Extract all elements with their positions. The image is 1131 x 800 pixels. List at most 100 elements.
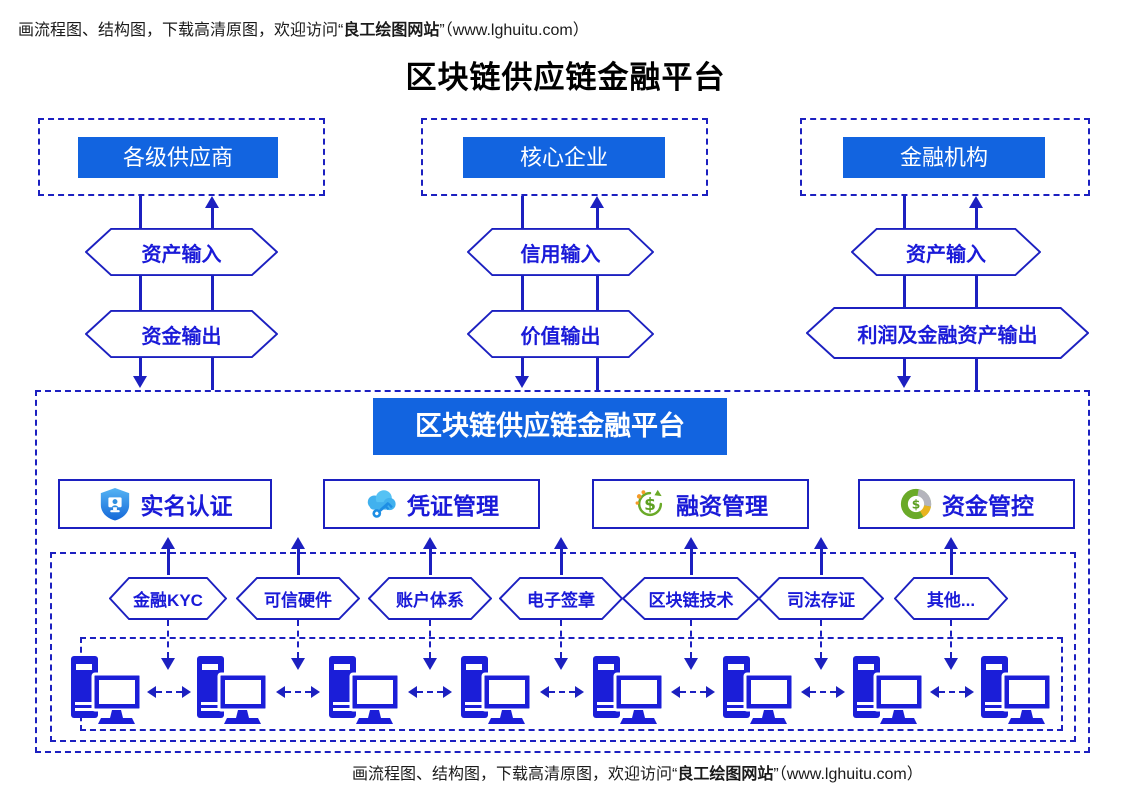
hexagon-shape — [85, 228, 278, 276]
financial-institution-box: 金融机构 — [843, 137, 1045, 178]
capability-up-line — [559, 549, 563, 575]
dashed-line — [417, 691, 443, 693]
watermark-site-name: 良工绘图网站 — [343, 22, 440, 39]
hexagon-shape — [894, 577, 1008, 620]
hexagon-judicial-deposit: 司法存证 — [758, 577, 884, 620]
capability-down-arrowhead — [291, 658, 305, 670]
hexagon-trusted-hardware: 可信硬件 — [236, 577, 360, 620]
hexagon-fi-input: 资产输入 — [851, 228, 1041, 276]
dashed-line — [939, 691, 965, 693]
computer-node — [978, 655, 1054, 727]
hexagon-shape — [236, 577, 360, 620]
page-title: 区块链供应链金融平台 — [405, 60, 726, 95]
hexagon-shape — [109, 577, 227, 620]
watermark-url: ”（www.lghuitu.com） — [773, 766, 923, 783]
computer-icon — [329, 656, 401, 724]
feature-label: 实名认证 — [140, 493, 233, 519]
hexagon-label: 账户体系 — [396, 591, 464, 610]
hexagon-label: 区块链技术 — [648, 591, 734, 610]
arrow-right-icon — [965, 686, 974, 698]
capability-up-arrowhead — [291, 537, 305, 549]
infrastructure-box — [50, 552, 1076, 742]
fund-pie-icon: $ — [900, 488, 932, 520]
computer-icon — [71, 656, 143, 724]
computer-node — [68, 655, 144, 727]
arrow-left-icon — [408, 686, 417, 698]
supplier-down-line — [138, 196, 142, 378]
hexagon-label: 利润及金融资产输出 — [857, 324, 1038, 347]
dashed-line — [156, 691, 182, 693]
watermark-top: 画流程图、结构图，下载高清原图，欢迎访问“良工绘图网站”（www.lghuitu… — [18, 16, 589, 40]
capability-up-line — [296, 549, 300, 575]
hexagon-shape — [806, 307, 1089, 359]
dashed-line — [680, 691, 706, 693]
capability-down-arrowhead — [161, 658, 175, 670]
dashed-line — [810, 691, 836, 693]
fi-up-line — [974, 208, 978, 390]
svg-text:$: $ — [644, 495, 656, 515]
watermark-bottom: 画流程图、结构图，下载高清原图，欢迎访问“良工绘图网站”（www.lghuitu… — [352, 760, 923, 784]
capability-up-line — [166, 549, 170, 575]
capability-up-line — [689, 549, 693, 575]
hexagon-supplier-output: 资金输出 — [85, 310, 278, 358]
computer-icon — [593, 656, 665, 724]
supplier-up-arrowhead — [205, 196, 219, 208]
hexagon-shape — [467, 228, 654, 276]
arrow-right-icon — [706, 686, 715, 698]
computer-node — [720, 655, 796, 727]
computer-node — [194, 655, 270, 727]
hexagon-label: 电子签章 — [527, 591, 595, 610]
network-link-arrow — [540, 686, 584, 698]
arrow-left-icon — [540, 686, 549, 698]
capability-down-dashed-line — [689, 620, 692, 658]
network-link-arrow — [930, 686, 974, 698]
shield-verify-icon — [100, 487, 129, 521]
capability-down-dashed-line — [428, 620, 431, 658]
capability-up-line — [819, 549, 823, 575]
feature-label: 融资管理 — [676, 493, 768, 519]
capability-up-arrowhead — [161, 537, 175, 549]
hexagon-others: 其他... — [894, 577, 1008, 620]
hexagon-core-output: 价值输出 — [467, 310, 654, 358]
capability-down-arrowhead — [684, 658, 698, 670]
arrow-left-icon — [147, 686, 156, 698]
capability-down-dashed-line — [296, 620, 299, 658]
capability-down-arrowhead — [944, 658, 958, 670]
network-link-arrow — [276, 686, 320, 698]
capability-down-dashed-line — [166, 620, 169, 658]
hexagon-label: 资金输出 — [141, 325, 222, 348]
hexagon-electronic-signature: 电子签章 — [499, 577, 623, 620]
feature-financing-mgmt: $ 融资管理 — [592, 479, 809, 529]
core-down-line — [520, 196, 524, 378]
hexagon-shape — [85, 310, 278, 358]
hexagon-label: 资产输入 — [906, 243, 986, 266]
network-link-arrow — [801, 686, 845, 698]
computer-icon — [981, 656, 1053, 724]
fi-down-arrowhead — [897, 376, 911, 388]
hexagon-label: 司法存证 — [787, 591, 855, 610]
arrow-left-icon — [671, 686, 680, 698]
computer-node — [326, 655, 402, 727]
supplier-down-arrowhead — [133, 376, 147, 388]
hexagon-shape — [851, 228, 1041, 276]
hexagon-shape — [467, 310, 654, 358]
capability-up-arrowhead — [423, 537, 437, 549]
core-up-arrowhead — [590, 196, 604, 208]
feature-certificate-mgmt: 凭证管理 — [323, 479, 540, 529]
core-up-line — [595, 208, 599, 390]
capability-down-arrowhead — [554, 658, 568, 670]
supplier-box: 各级供应商 — [78, 137, 278, 178]
hexagon-account-system: 账户体系 — [368, 577, 492, 620]
supplier-up-line — [210, 208, 214, 390]
hexagon-shape — [758, 577, 884, 620]
hexagon-label: 金融KYC — [133, 591, 203, 610]
hexagon-supplier-input: 资产输入 — [85, 228, 278, 276]
capability-up-arrowhead — [944, 537, 958, 549]
arrow-right-icon — [443, 686, 452, 698]
capability-down-dashed-line — [949, 620, 952, 658]
watermark-url: ”（www.lghuitu.com） — [439, 22, 589, 39]
core-enterprise-box: 核心企业 — [463, 137, 665, 178]
hexagon-label: 可信硬件 — [264, 591, 332, 610]
watermark-site-name: 良工绘图网站 — [677, 766, 774, 783]
finance-cycle-icon: $ — [635, 489, 663, 517]
